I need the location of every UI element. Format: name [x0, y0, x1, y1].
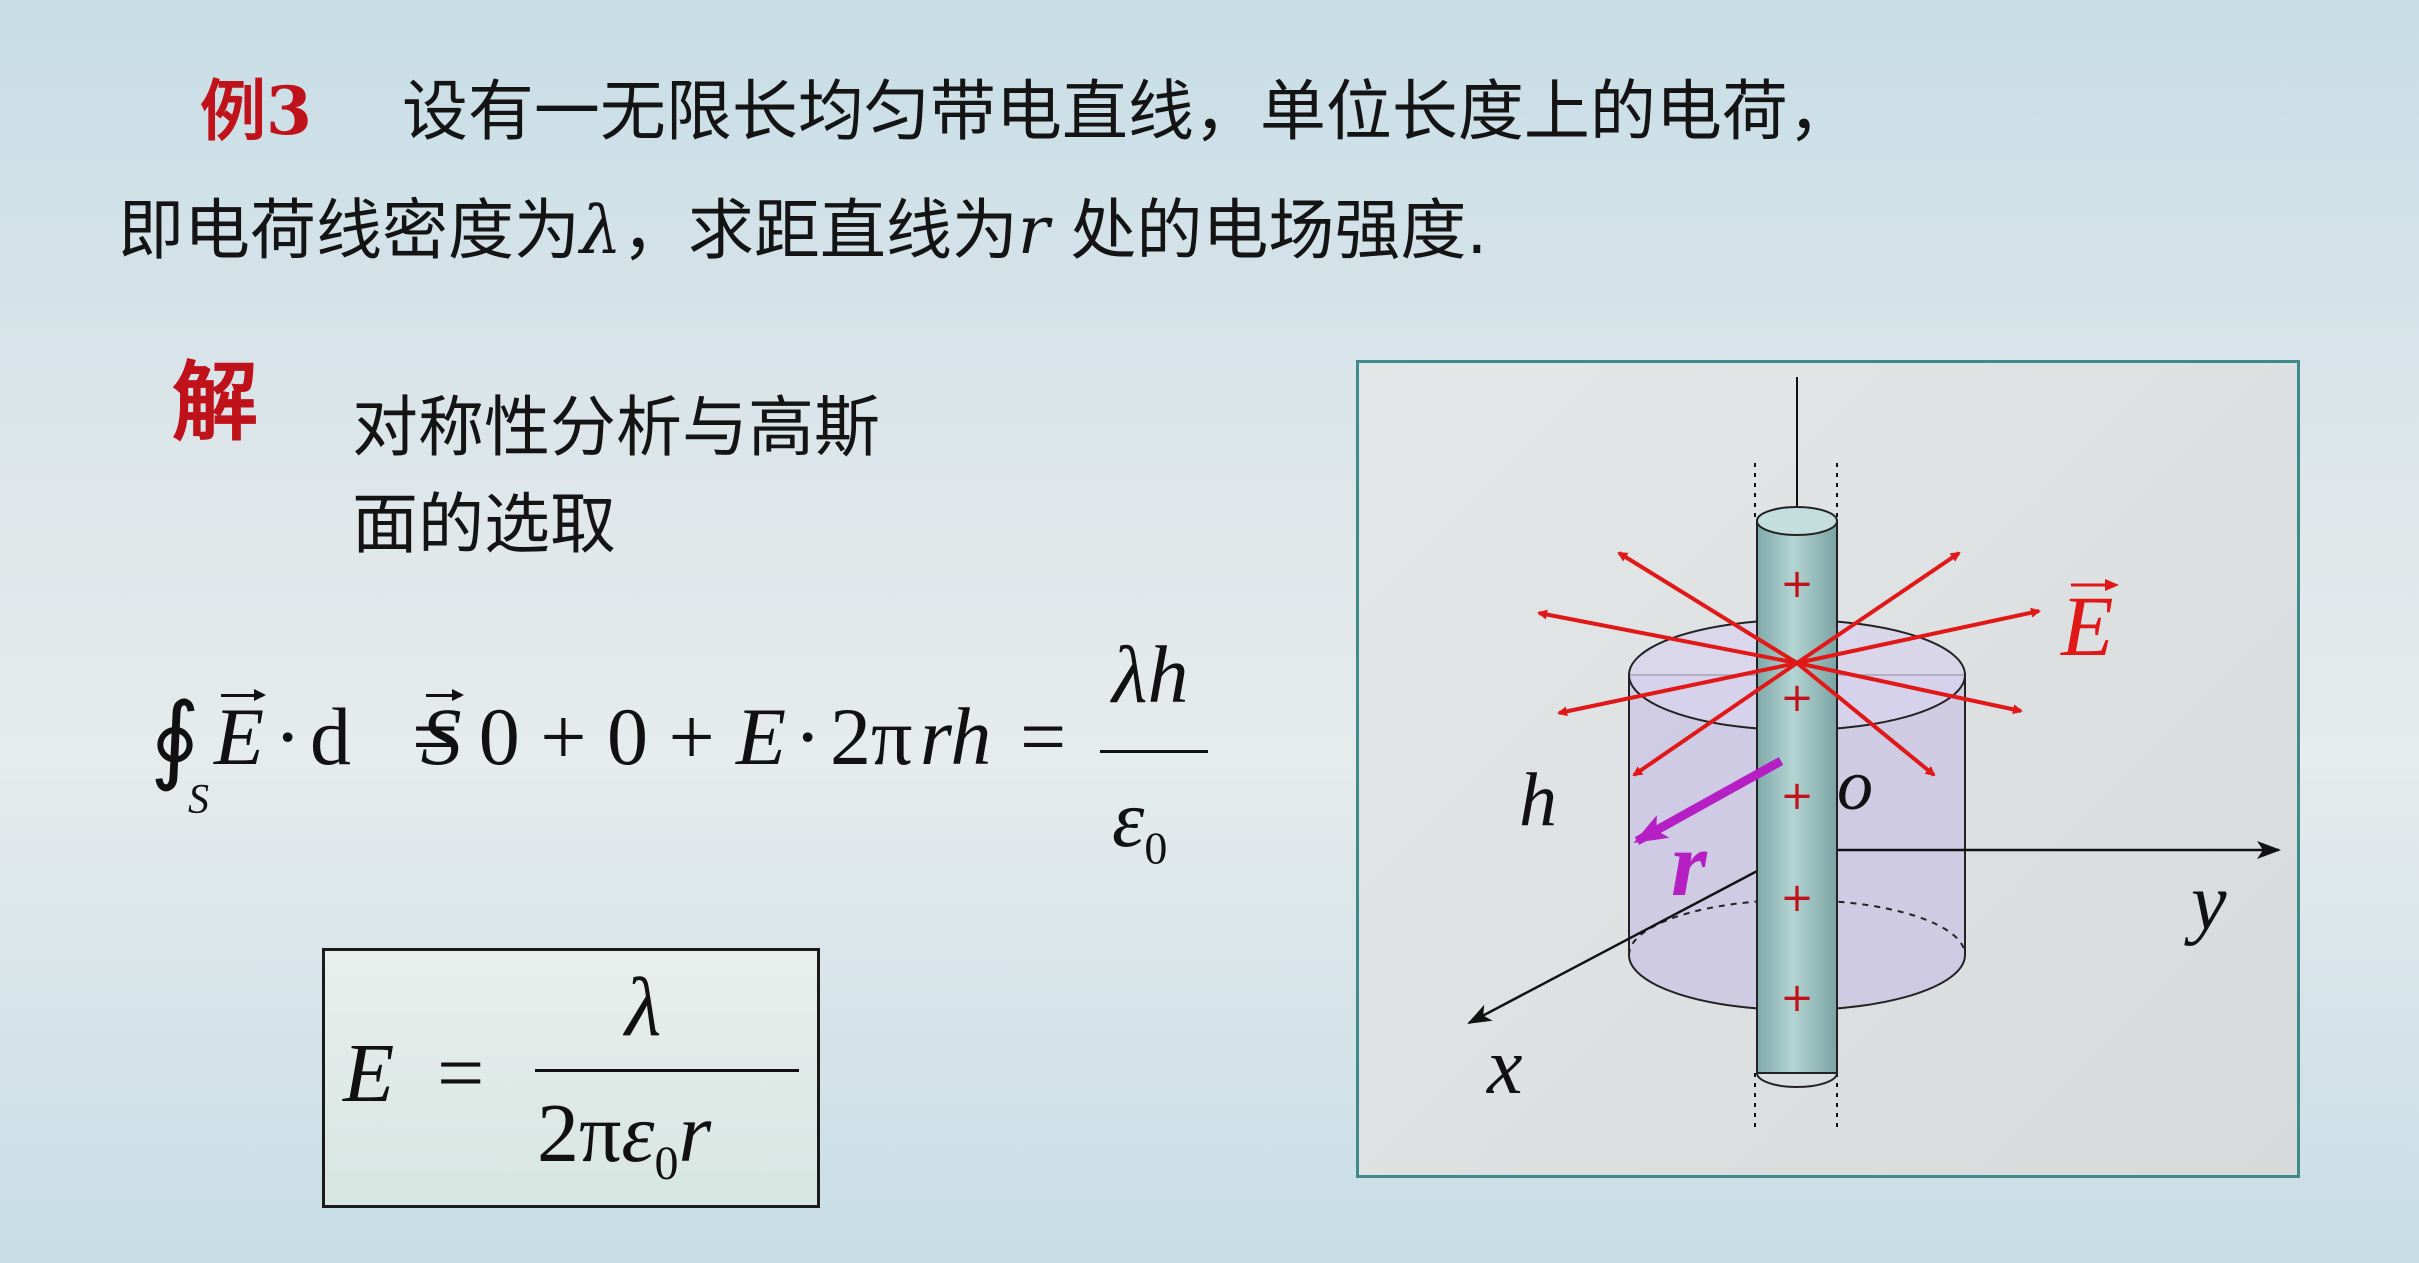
dot-operator-1: ·	[274, 691, 302, 782]
height-label: h	[1519, 758, 1557, 842]
problem-line-2: 即电荷线密度为λ，求距直线为r 处的电场强度.	[118, 198, 1487, 264]
vector-S: S	[420, 689, 464, 782]
rod-top-cap	[1756, 506, 1838, 536]
vector-E: E	[214, 689, 267, 782]
field-vector-arrowhead	[2105, 579, 2119, 591]
field-arrow	[1795, 551, 1961, 665]
two-pi: 2π	[830, 691, 913, 782]
gaussian-cylinder-bottom-back	[1628, 899, 1966, 956]
fraction-bar	[1100, 750, 1208, 753]
fraction-denominator: ε0	[1112, 772, 1167, 874]
field-arrow	[1796, 661, 2023, 715]
problem-text-line1: 设有一无限长均匀带电直线，单位长度上的电荷，	[401, 73, 1854, 150]
solution-label: 解	[172, 352, 258, 453]
radius-arrow	[1633, 757, 1784, 845]
field-arrow	[1796, 607, 2041, 665]
problem-text-line2c: 处的电场强度.	[1049, 192, 1488, 269]
problem-text-line2b: ，求距直线为	[621, 192, 1018, 269]
problem-text-line2a: 即电荷线密度为	[118, 192, 580, 269]
lambda-symbol: λ	[580, 192, 622, 269]
r-symbol: r	[1017, 192, 1050, 269]
fraction-numerator: λh	[1112, 629, 1189, 720]
result-E: E	[343, 1027, 395, 1120]
field-arrow	[1617, 551, 1799, 665]
result-numerator: λ	[625, 961, 662, 1054]
rh: rh	[920, 691, 992, 782]
result-box: E = λ 2πε0r	[322, 948, 820, 1208]
integral-subscript: S	[188, 777, 209, 823]
E-magnitude: E	[736, 691, 787, 782]
epsilon-symbol: ε	[1112, 773, 1145, 864]
field-arrow	[1632, 661, 1799, 777]
plus-sign: +	[1780, 675, 1814, 721]
result-2pi: 2π	[537, 1087, 622, 1180]
result-epsilon: ε	[621, 1087, 655, 1180]
epsilon-subscript: 0	[1144, 822, 1168, 874]
plus-sign: +	[1780, 773, 1814, 819]
origin-label: o	[1837, 745, 1873, 825]
rod-bottom-edge	[1756, 1072, 1838, 1088]
plus-sign: +	[1780, 875, 1814, 921]
formula-middle: = 0 + 0 +	[412, 691, 736, 782]
equals-sign: =	[1020, 691, 1067, 782]
differential-d: d	[310, 691, 351, 782]
result-equals: =	[437, 1027, 485, 1120]
result-denominator: 2πε0r	[537, 1085, 711, 1191]
field-arrow	[1557, 661, 1798, 717]
solution-step-line1: 对称性分析与高斯	[352, 389, 880, 466]
x-axis-label: x	[1486, 1023, 1523, 1111]
field-label-E: E	[2059, 578, 2114, 674]
gauss-cylinder-diagram: + + + + + E r h o y x	[1467, 377, 2281, 1133]
x-axis	[1467, 848, 1798, 1025]
radius-label: r	[1671, 813, 1708, 915]
example-label: 例3	[200, 72, 312, 150]
dot-operator-2: ·	[794, 691, 822, 782]
plus-sign: +	[1780, 975, 1814, 1021]
result-r: r	[678, 1087, 712, 1180]
solution-step-line2: 面的选取	[352, 486, 616, 563]
field-arrow	[1795, 661, 1936, 777]
integral-sign: ∮	[150, 685, 201, 792]
result-fraction-bar	[535, 1069, 799, 1072]
gauss-formula: ∮ S E · d S = 0 + 0 + E · 2π rh = λh ε0	[150, 629, 1210, 880]
plus-sign: +	[1780, 561, 1814, 607]
diagram-panel: + + + + + E r h o y x	[1356, 360, 2300, 1178]
y-axis-label: y	[2184, 859, 2227, 947]
field-arrow	[1537, 609, 1798, 665]
result-epsilon-sub: 0	[654, 1136, 679, 1190]
field-arrows	[1537, 551, 2041, 777]
